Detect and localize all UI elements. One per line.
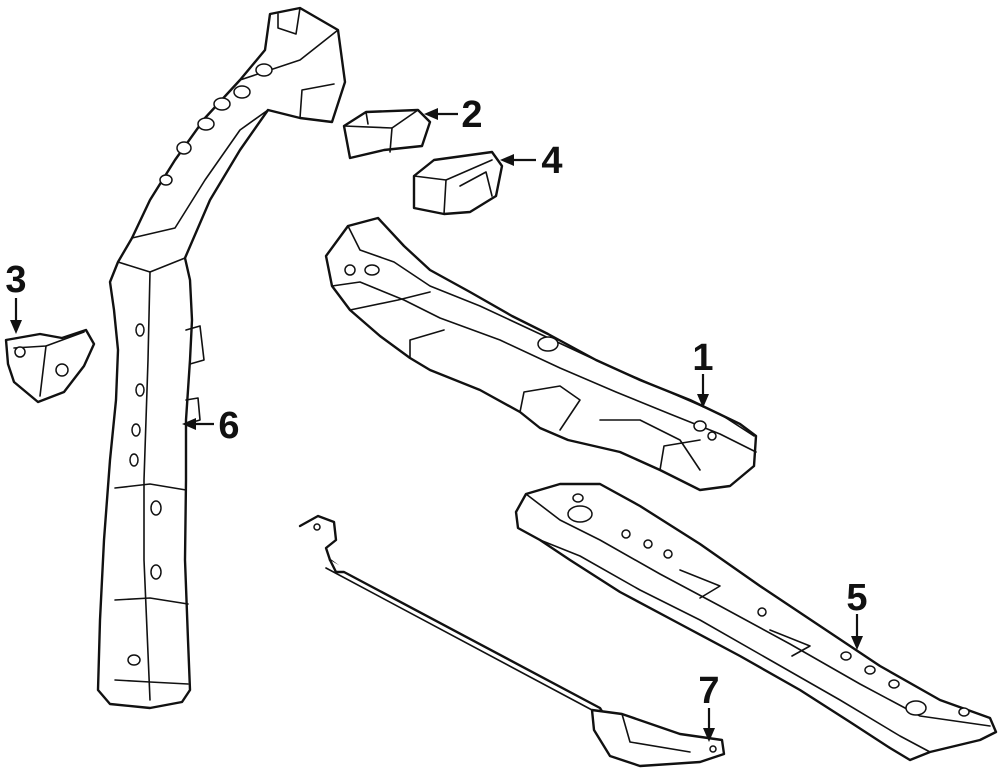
callout-7: 7 — [698, 670, 720, 742]
callout-1-label: 1 — [692, 337, 713, 379]
side-bracket[interactable] — [4, 328, 96, 404]
support-rod[interactable] — [298, 514, 726, 768]
side-support-pillar[interactable] — [96, 6, 347, 710]
upper-tie-bar[interactable] — [324, 216, 758, 492]
lower-tie-bar[interactable] — [514, 482, 998, 762]
callout-2: 2 — [424, 94, 483, 136]
callout-4: 4 — [500, 140, 563, 182]
callout-4-label: 4 — [541, 140, 562, 182]
mount-bracket[interactable] — [412, 150, 504, 216]
callout-6: 6 — [182, 405, 240, 447]
callout-2-label: 2 — [461, 94, 482, 136]
callout-6-label: 6 — [218, 405, 239, 447]
callout-3: 3 — [5, 259, 27, 334]
callout-5: 5 — [846, 577, 868, 650]
upper-bracket[interactable] — [342, 108, 432, 160]
callout-3-label: 3 — [5, 259, 26, 301]
callout-1: 1 — [692, 337, 714, 408]
callout-5-label: 5 — [846, 577, 867, 619]
callout-7-label: 7 — [698, 670, 719, 712]
